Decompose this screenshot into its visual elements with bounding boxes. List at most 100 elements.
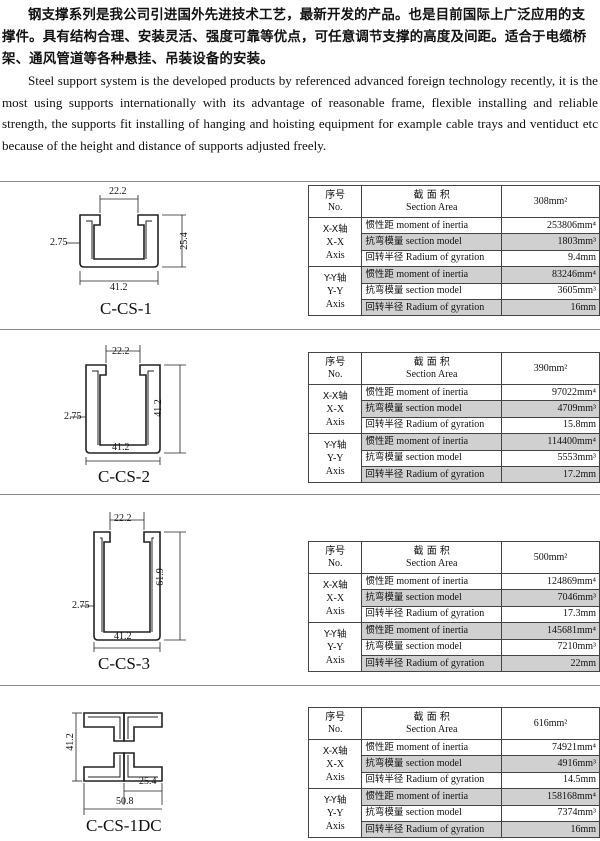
profile-name: C-CS-1DC <box>86 816 162 835</box>
yy-radius: 16mm <box>501 298 600 317</box>
intro-english: Steel support system is the developed pr… <box>2 73 598 153</box>
xx-radius: 9.4mm <box>501 249 600 268</box>
yy-radius: 22mm <box>501 654 600 673</box>
prop-inertia: 惯性距 moment of inertia <box>361 738 503 757</box>
prop-radius: 回转半径 Radium of gyration <box>361 465 503 484</box>
prop-inertia: 惯性距 moment of inertia <box>361 383 503 402</box>
yy-inertia: 158168mm⁴ <box>501 788 600 806</box>
yy-radius: 16mm <box>501 820 600 839</box>
yy-modulus: 5553mm³ <box>501 449 600 467</box>
prop-inertia: 惯性距 moment of inertia <box>361 266 503 284</box>
divider <box>0 181 600 182</box>
prop-modulus: 抗弯模量 section model <box>361 804 503 822</box>
prop-inertia: 惯性距 moment of inertia <box>361 433 503 451</box>
dim-thickness: 2.75 <box>64 411 82 422</box>
yy-inertia: 83246mm⁴ <box>501 266 600 284</box>
c-channel-drawing <box>70 345 186 465</box>
xx-modulus: 4916mm³ <box>501 755 600 773</box>
prop-modulus: 抗弯模量 section model <box>361 400 503 418</box>
profile-name: C-CS-2 <box>98 467 150 486</box>
xx-radius: 15.8mm <box>501 416 600 435</box>
dim-thickness: 2.75 <box>50 237 68 248</box>
xx-modulus: 7046mm³ <box>501 589 600 607</box>
yy-inertia: 145681mm⁴ <box>501 622 600 640</box>
yy-inertia: 114400mm⁴ <box>501 433 600 451</box>
xx-radius: 14.5mm <box>501 771 600 790</box>
prop-radius: 回转半径 Radium of gyration <box>361 820 503 839</box>
dim-top-width: 22.2 <box>109 186 127 197</box>
dim-top-width: 22.2 <box>112 346 130 357</box>
prop-radius: 回转半径 Radium of gyration <box>361 771 503 790</box>
prop-inertia: 惯性距 moment of inertia <box>361 622 503 640</box>
c-channel-drawing <box>66 195 186 285</box>
dim-width: 50.8 <box>116 796 134 807</box>
dim-top-width: 22.2 <box>114 513 132 524</box>
xx-inertia: 74921mm⁴ <box>501 738 600 757</box>
prop-modulus: 抗弯模量 section model <box>361 638 503 656</box>
dim-thickness: 2.75 <box>72 600 90 611</box>
xx-radius: 17.3mm <box>501 605 600 624</box>
xx-inertia: 124869mm⁴ <box>501 572 600 591</box>
dim-height: 41.2 <box>152 399 164 417</box>
prop-inertia: 惯性距 moment of inertia <box>361 572 503 591</box>
yy-modulus: 7374mm³ <box>501 804 600 822</box>
intro-chinese: 钢支撑系列是我公司引进国外先进技术工艺，最新开发的产品。也是目前国际上广泛应用的… <box>2 7 587 67</box>
prop-modulus: 抗弯模量 section model <box>361 589 503 607</box>
dim-height: 25.4 <box>178 232 190 250</box>
area-value: 500mm² <box>501 541 600 574</box>
divider <box>0 329 600 330</box>
prop-modulus: 抗弯模量 section model <box>361 233 503 251</box>
area-value: 308mm² <box>501 185 600 218</box>
prop-modulus: 抗弯模量 section model <box>361 282 503 300</box>
xx-modulus: 1803mm³ <box>501 233 600 251</box>
prop-radius: 回转半径 Radium of gyration <box>361 416 503 435</box>
yy-modulus: 7210mm³ <box>501 638 600 656</box>
divider <box>0 494 600 495</box>
prop-inertia: 惯性距 moment of inertia <box>361 788 503 806</box>
prop-modulus: 抗弯模量 section model <box>361 449 503 467</box>
double-channel-drawing <box>72 712 163 815</box>
prop-inertia: 惯性距 moment of inertia <box>361 216 503 235</box>
area-value: 390mm² <box>501 352 600 385</box>
prop-radius: 回转半径 Radium of gyration <box>361 249 503 268</box>
prop-radius: 回转半径 Radium of gyration <box>361 605 503 624</box>
area-value: 616mm² <box>501 707 600 740</box>
dim-half-width: 25.4 <box>139 776 157 787</box>
dim-width: 41.2 <box>110 282 128 293</box>
dim-width: 41.2 <box>114 631 132 642</box>
c-channel-drawing <box>80 512 186 652</box>
prop-modulus: 抗弯模量 section model <box>361 755 503 773</box>
profile-name: C-CS-1 <box>100 299 152 318</box>
dim-height: 41.2 <box>64 733 76 751</box>
xx-inertia: 97022mm⁴ <box>501 383 600 402</box>
yy-radius: 17.2mm <box>501 465 600 484</box>
xx-modulus: 4709mm³ <box>501 400 600 418</box>
dim-width: 41.2 <box>112 442 130 453</box>
xx-inertia: 253806mm⁴ <box>501 216 600 235</box>
divider <box>0 685 600 686</box>
profile-name: C-CS-3 <box>98 654 150 673</box>
dim-height: 61.9 <box>154 568 166 586</box>
